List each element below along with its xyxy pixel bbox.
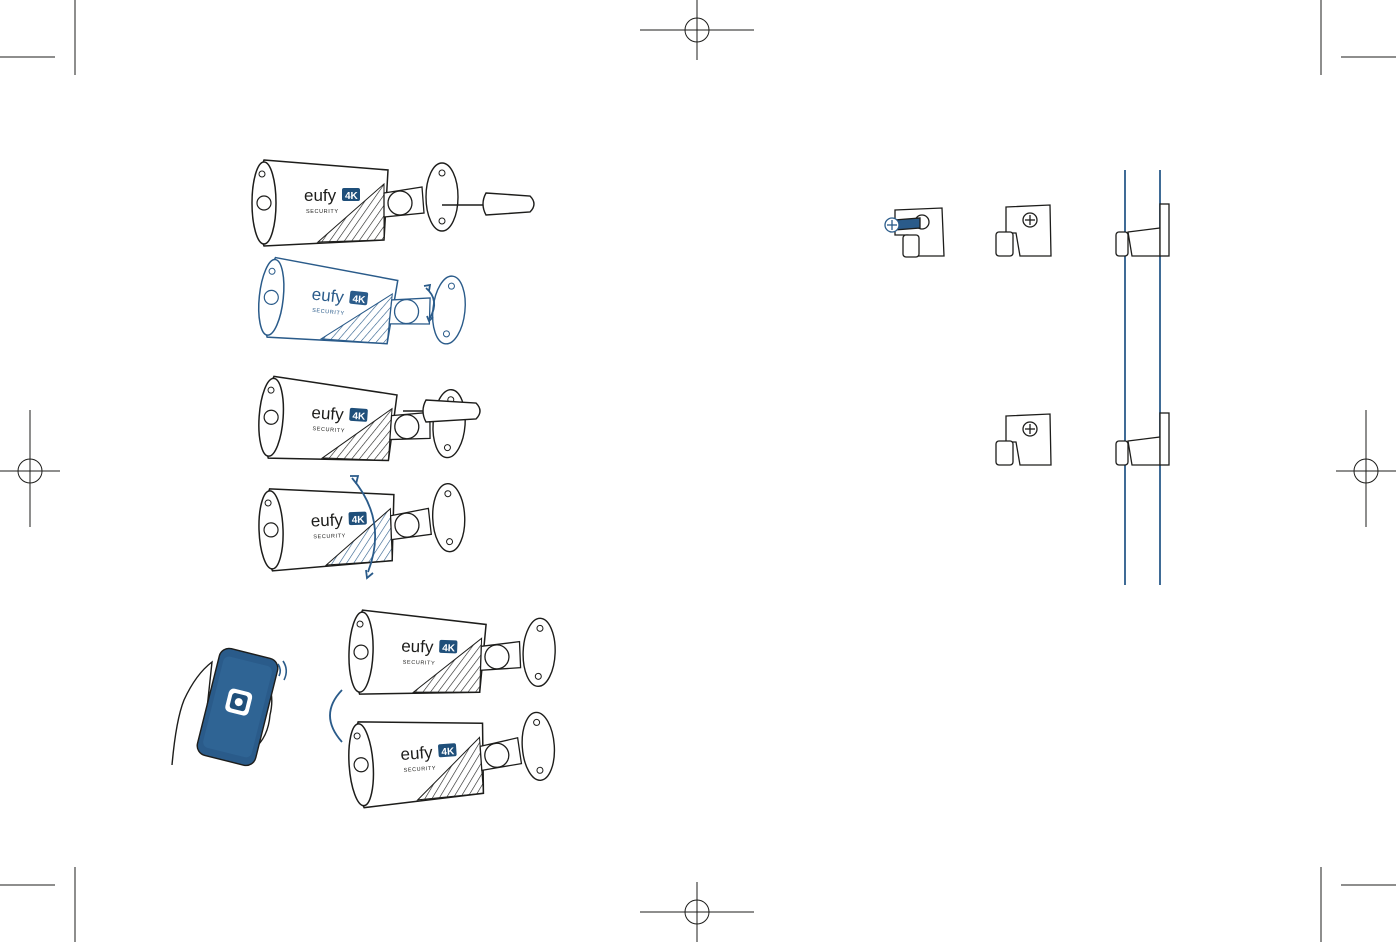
cable-clip-icon <box>1116 413 1169 465</box>
camera-badge-text: 4K <box>352 411 366 423</box>
camera-badge-text: 4K <box>441 746 455 758</box>
camera-illustration: eufy 4K SECURITY <box>252 160 458 246</box>
phone-in-hand <box>172 646 286 767</box>
cable-clip-installation <box>885 170 1169 585</box>
camera-badge-text: 4K <box>352 515 366 526</box>
camera-brand-text: eufy <box>310 510 343 530</box>
camera-sub-text: SECURITY <box>403 660 436 667</box>
cable-clip-icon <box>1116 204 1169 256</box>
camera-brand-text: eufy <box>400 743 434 764</box>
cable-clip-icon <box>996 414 1051 465</box>
camera-sub-text: SECURITY <box>306 209 339 215</box>
camera-illustration: eufy 4K SECURITY <box>348 610 557 701</box>
camera-brand-text: eufy <box>304 186 337 205</box>
camera-badge-text: 4K <box>345 191 359 202</box>
camera-brand-text: eufy <box>401 637 434 657</box>
cable-clip-icon <box>895 208 944 257</box>
camera-illustration: eufy 4K SECURITY <box>258 482 467 571</box>
wireless-signal-icon <box>278 661 286 680</box>
camera-badge-text: 4K <box>352 294 367 306</box>
camera-sub-text: SECURITY <box>313 533 346 540</box>
camera-badge-text: 4K <box>442 643 456 654</box>
camera-brand-text: eufy <box>311 403 345 424</box>
cable-clip-icon <box>996 205 1051 256</box>
camera-brand-text: eufy <box>311 285 345 307</box>
